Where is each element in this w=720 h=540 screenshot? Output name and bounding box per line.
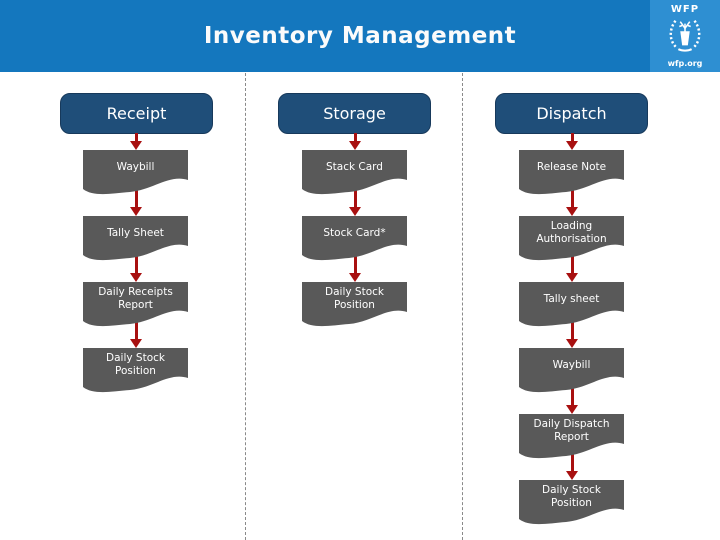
document-shape: Waybill <box>83 150 188 196</box>
page-title: Inventory Management <box>203 23 517 49</box>
document-label: Daily Stock Position <box>106 352 165 377</box>
flow-arrow <box>566 254 578 282</box>
flow-arrow <box>566 452 578 480</box>
wfp-wreath-emblem-icon <box>666 17 704 57</box>
document-label: Loading Authorisation <box>536 220 607 245</box>
title-bar <box>0 0 720 72</box>
column-separator <box>462 73 463 540</box>
document-shape: Waybill <box>519 348 624 394</box>
wfp-site-text: wfp.org <box>667 58 703 68</box>
flow-arrow <box>566 320 578 348</box>
flow-arrow <box>130 188 142 216</box>
document-label: Waybill <box>116 160 155 173</box>
document-shape: Stack Card <box>302 150 407 196</box>
document-shape: Daily Dispatch Report <box>519 414 624 460</box>
document-shape: Daily Stock Position <box>519 480 624 526</box>
document-shape: Daily Stock Position <box>302 282 407 328</box>
document-label: Daily Stock Position <box>325 286 384 311</box>
document-shape: Stock Card* <box>302 216 407 262</box>
document-shape: Tally sheet <box>519 282 624 328</box>
document-label: Stock Card* <box>323 226 386 239</box>
column-header-receipt: Receipt <box>60 93 213 134</box>
flow-arrow <box>349 133 361 150</box>
column-header-storage: Storage <box>278 93 431 134</box>
column-separator <box>245 73 246 540</box>
column-header-label: Storage <box>323 104 386 123</box>
document-shape: Daily Receipts Report <box>83 282 188 328</box>
column-header-label: Dispatch <box>536 104 607 123</box>
flow-arrow <box>566 188 578 216</box>
flow-arrow <box>130 254 142 282</box>
column-header-dispatch: Dispatch <box>495 93 648 134</box>
wfp-logo: WFP wfp.org <box>650 0 720 72</box>
flow-arrow <box>349 188 361 216</box>
wfp-logo-text: WFP <box>670 3 700 15</box>
document-label: Daily Stock Position <box>542 484 601 509</box>
document-shape: Tally Sheet <box>83 216 188 262</box>
document-shape: Loading Authorisation <box>519 216 624 262</box>
document-label: Release Note <box>536 160 607 173</box>
document-shape: Release Note <box>519 150 624 196</box>
flow-arrow <box>566 386 578 414</box>
document-label: Stack Card <box>326 160 383 173</box>
column-header-label: Receipt <box>106 104 167 123</box>
document-label: Tally sheet <box>543 292 600 305</box>
document-label: Waybill <box>552 358 591 371</box>
flow-arrow <box>130 320 142 348</box>
document-label: Daily Receipts Report <box>98 286 173 311</box>
document-label: Tally Sheet <box>107 226 164 239</box>
flow-arrow <box>130 133 142 150</box>
flow-arrow <box>566 133 578 150</box>
flow-arrow <box>349 254 361 282</box>
document-shape: Daily Stock Position <box>83 348 188 394</box>
document-label: Daily Dispatch Report <box>533 418 610 443</box>
